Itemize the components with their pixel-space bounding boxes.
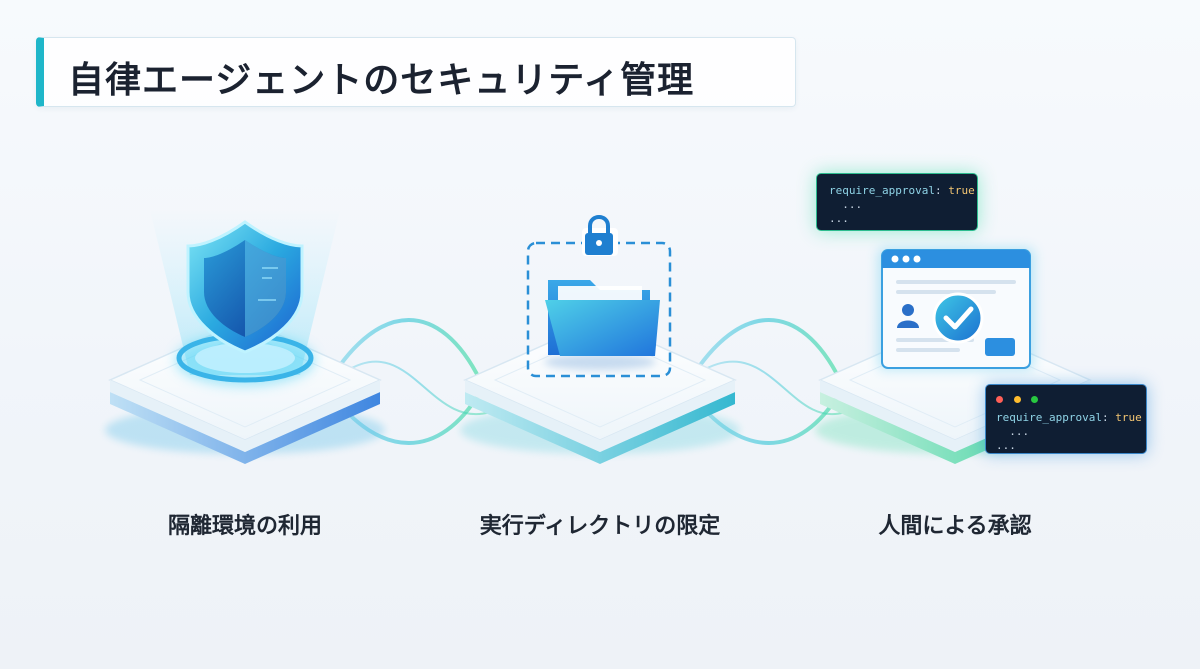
code-snippet-top: require_approval: true ... ... [816,173,978,231]
code-line: ... [996,439,1016,452]
code-value: true [1115,411,1142,424]
step-label-approval: 人間による承認 [878,514,1032,539]
maximize-dot-icon [1031,396,1039,403]
approval-window-icon [878,248,1034,370]
code-line: ... [829,212,849,225]
code-value: true [948,184,975,197]
code-key: require_approval [996,411,1102,424]
title-banner: 自律エージェントのセキュリティ管理 [36,37,796,107]
locked-folder-icon [526,215,672,378]
code-sep: : [1101,411,1109,424]
shield-icon [150,210,340,386]
step-label-directory: 実行ディレクトリの限定 [479,514,721,539]
minimize-dot-icon [1013,396,1021,403]
close-dot-icon [996,396,1003,403]
code-line: ... [1009,425,1030,438]
code-key: require_approval [829,184,935,197]
step-label-isolation: 隔離環境の利用 [167,514,322,539]
code-line: ... [842,198,863,211]
platform-2 [460,319,740,464]
window-controls [996,393,1136,405]
code-sep: : [934,184,942,197]
code-snippet-bottom: require_approval: true ... ... [985,384,1147,454]
page-title: 自律エージェントのセキュリティ管理 [68,60,695,101]
